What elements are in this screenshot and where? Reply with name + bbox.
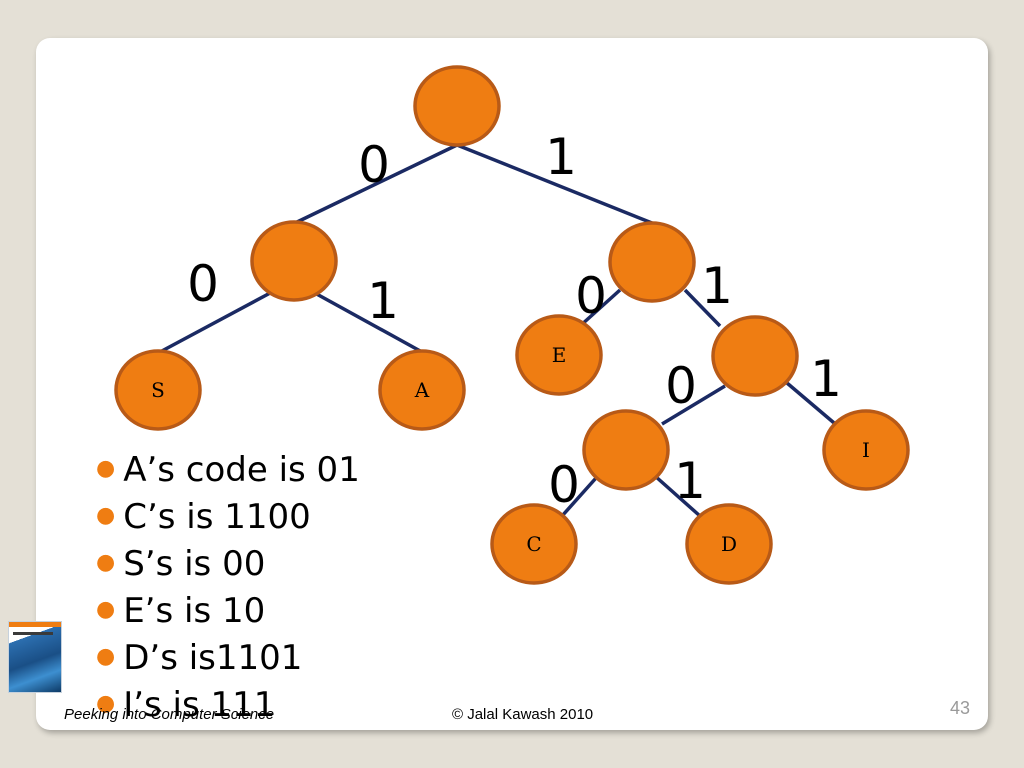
code-list-item: ● S’s is 00 [96, 540, 360, 587]
edge-n2-e [578, 288, 622, 328]
leaf-label-a: A [414, 378, 430, 402]
bit-label-n3-left: 0 [665, 357, 697, 415]
code-list-item: ● E’s is 10 [96, 587, 360, 634]
bullet-icon: ● [96, 456, 116, 481]
page-number: 43 [950, 698, 971, 718]
leaf-node-d [685, 503, 773, 585]
leaf-node-s [114, 349, 202, 431]
code-list-text: D’s is1101 [123, 638, 303, 678]
book-cover-title-bar [13, 632, 53, 635]
code-list: ●A’s code is 01 ●C’s is 1100 ●S’s is 00 … [96, 446, 360, 728]
footer-book-title: Peeking into Computer Science [64, 706, 275, 723]
code-list-text: C’s is 1100 [123, 497, 311, 537]
footer-copyright: © Jalal Kawash 2010 [452, 706, 594, 723]
edge-n1-s [159, 290, 273, 354]
bullet-icon: ● [96, 503, 116, 528]
bit-label-n1-right: 1 [367, 272, 399, 330]
edge-n4-d [653, 474, 702, 518]
code-list-text: E’s is 10 [123, 591, 266, 631]
bullet-icon: ● [96, 644, 116, 669]
leaf-label-e: E [552, 343, 567, 367]
bit-label-root-left: 0 [358, 136, 390, 194]
code-list-text: I’s is 111 [123, 685, 276, 725]
leaf-node-e [515, 314, 603, 396]
tree-node-right-right [711, 315, 799, 397]
code-list-text: A’s code is 01 [123, 450, 360, 490]
bit-label-n1-left: 0 [187, 255, 219, 313]
leaf-label-i: I [862, 438, 870, 462]
leaf-node-i [822, 409, 910, 491]
edge-root-right [456, 143, 653, 225]
bullet-icon: ● [96, 550, 116, 575]
bit-label-n4-left: 0 [548, 456, 580, 514]
bit-label-n2-right: 1 [701, 257, 733, 315]
bullet-icon: ● [96, 597, 116, 622]
tree-node-left [250, 220, 338, 302]
edge-n4-c [560, 476, 598, 518]
code-list-item: ● A’s code is 01 [96, 446, 360, 493]
bit-label-n4-right: 1 [674, 452, 706, 510]
bullet-icon: ● [96, 691, 116, 716]
book-cover-icon [8, 621, 62, 693]
edge-n3-n4 [661, 384, 726, 426]
book-cover-spine [9, 622, 61, 627]
leaf-label-d: D [721, 532, 737, 556]
tree-node-root [413, 65, 501, 147]
bit-label-n3-right: 1 [810, 350, 842, 408]
code-list-item: ● D’s is1101 [96, 634, 360, 681]
code-list-item: ● I’s is 111 [96, 681, 360, 728]
bit-label-root-right: 1 [545, 128, 577, 186]
edge-n1-a [312, 290, 423, 354]
tree-node-right-right-left [582, 409, 670, 491]
code-list-text: S’s is 00 [123, 544, 266, 584]
edge-root-left [294, 143, 458, 225]
edge-n2-n3 [683, 288, 722, 328]
leaf-node-a [378, 349, 466, 431]
bit-label-n2-left: 0 [575, 267, 607, 325]
leaf-label-s: S [151, 378, 165, 402]
tree-node-right [608, 221, 696, 303]
code-list-item: ● C’s is 1100 [96, 493, 360, 540]
leaf-label-c: C [526, 532, 541, 556]
leaf-node-c [490, 503, 578, 585]
edge-n3-i [785, 381, 842, 430]
